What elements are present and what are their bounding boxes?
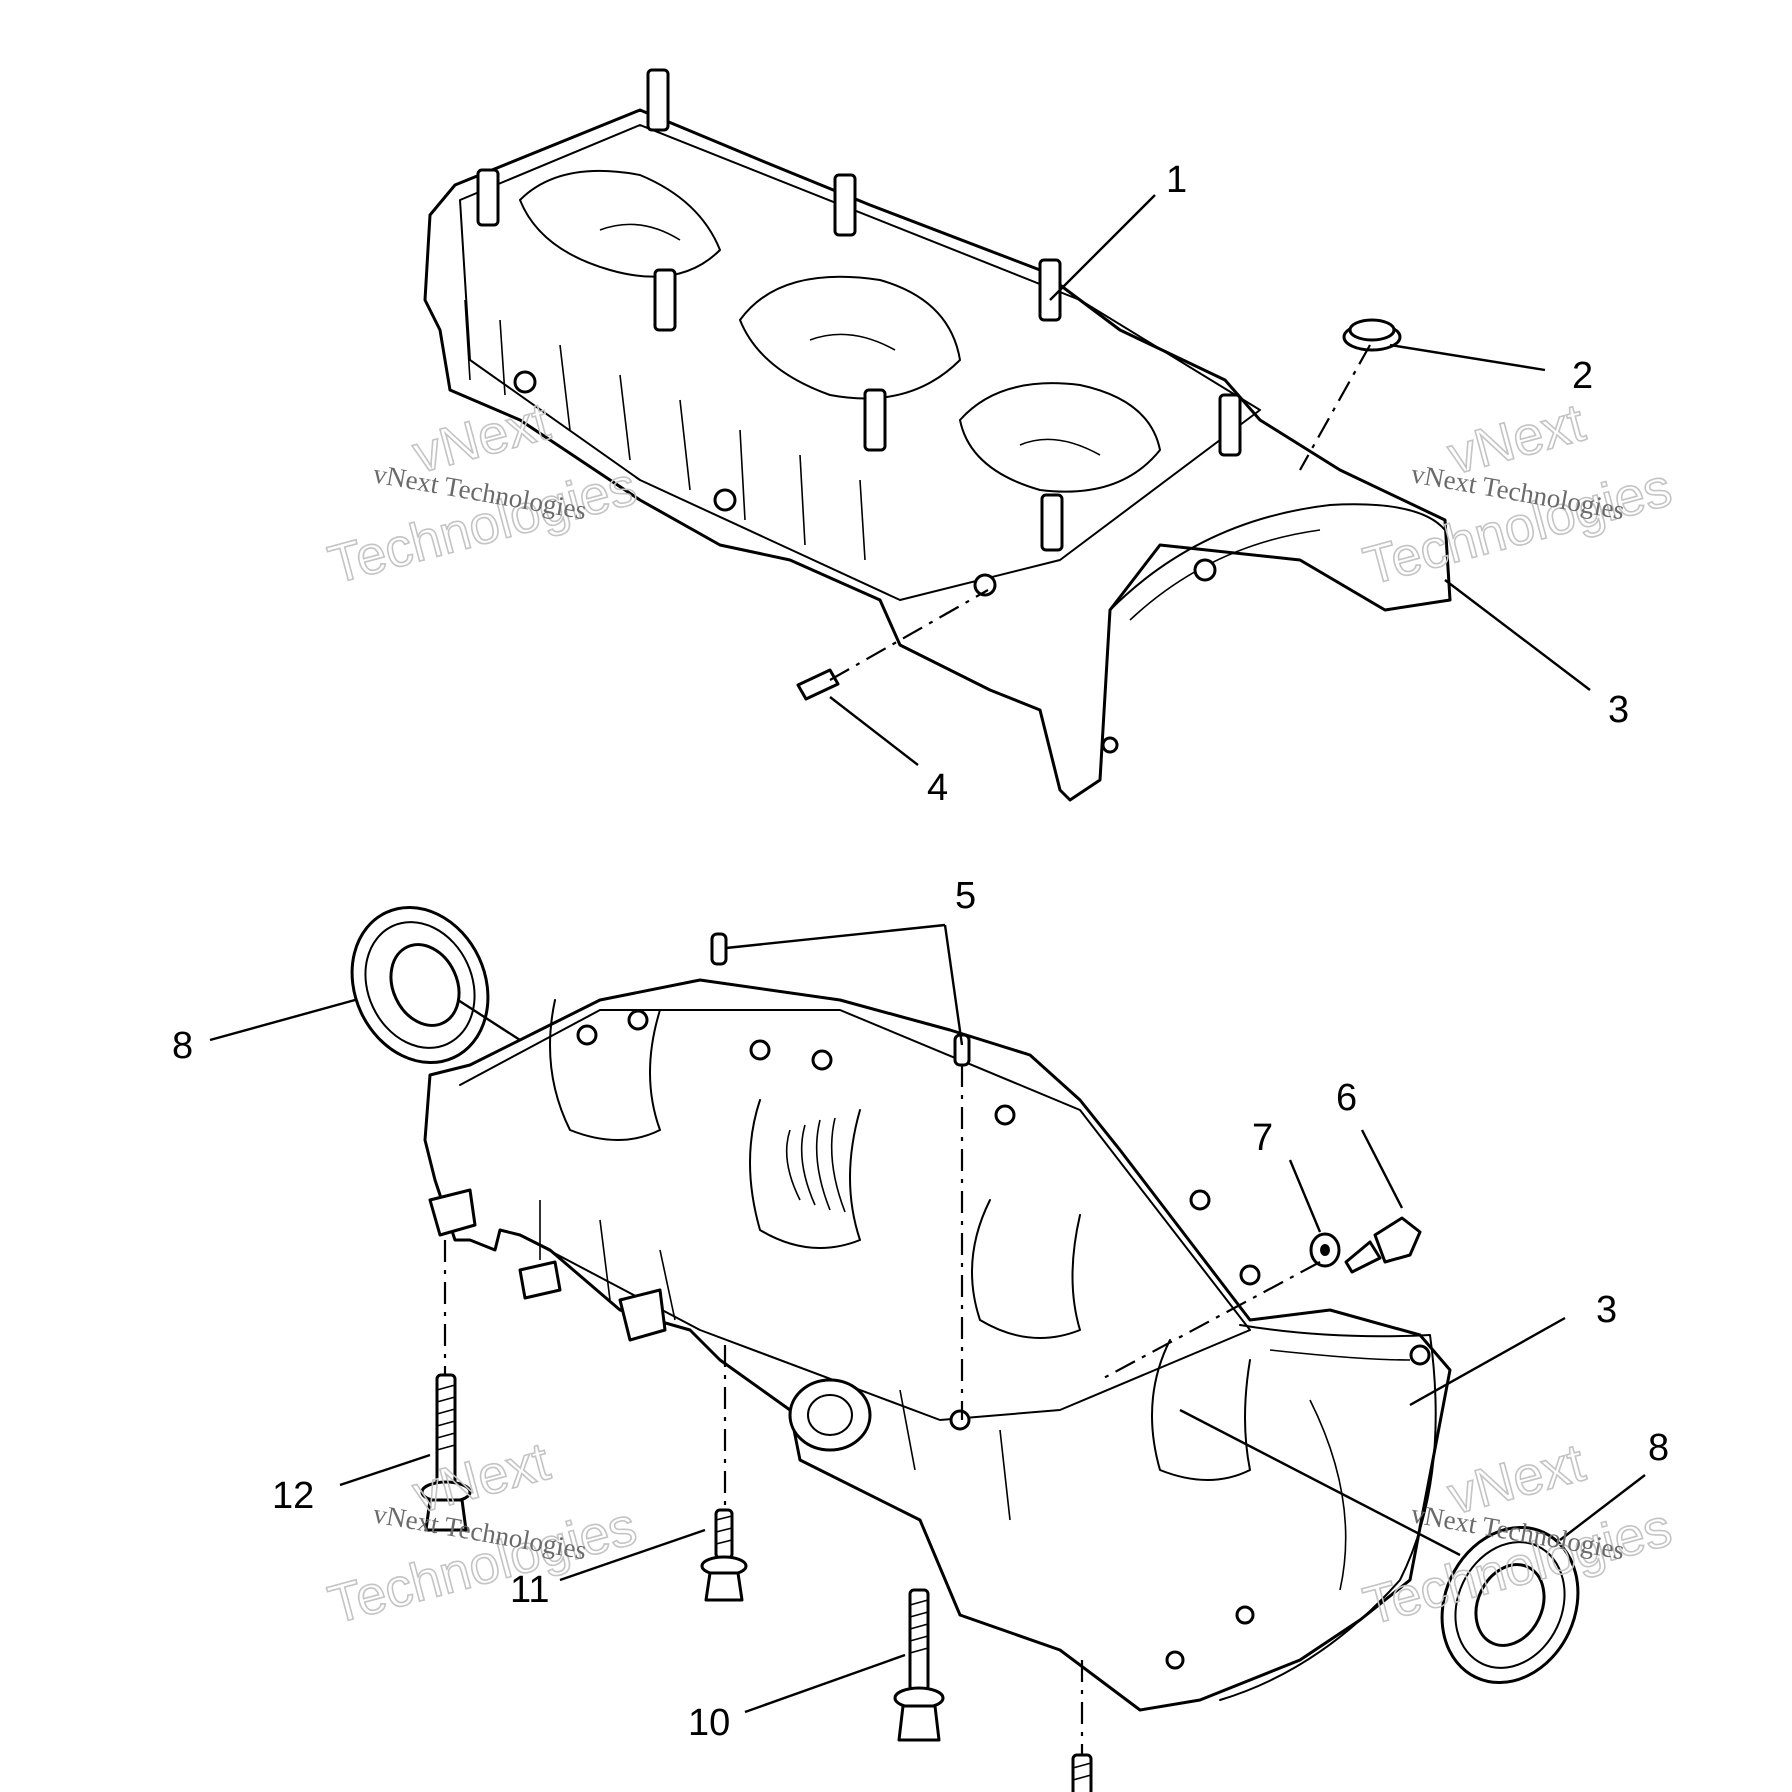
callout-7: 7 [1252, 1117, 1273, 1159]
callout-8-right: 8 [1648, 1427, 1669, 1469]
part-8-oil-seal-left [350, 905, 490, 1065]
part-6-bolt [1344, 1216, 1422, 1274]
lower-bell-housing [1219, 1324, 1437, 1701]
callout-10: 10 [688, 1702, 730, 1744]
cylinder-bore-1 [519, 169, 721, 278]
callout-11: 11 [510, 1569, 549, 1611]
callout-3-top: 3 [1608, 689, 1629, 731]
upper-crankcase-assembly [423, 68, 1452, 802]
part-11-bolt [700, 1508, 748, 1602]
upper-crankcase-body [423, 108, 1452, 802]
part-10-long-bolt [893, 1588, 945, 1742]
bearing-saddle-4 [1151, 1339, 1251, 1481]
callout-3-bottom: 3 [1596, 1289, 1617, 1331]
cylinder-head-studs [476, 68, 1242, 552]
cylinder-bore-3 [959, 382, 1161, 493]
bearing-saddle-3 [971, 1199, 1081, 1339]
lower-crankcase-body [423, 978, 1452, 1712]
callout-1: 1 [1166, 159, 1187, 201]
lower-crankcase-assembly [423, 978, 1452, 1712]
callout-6: 6 [1336, 1077, 1357, 1119]
part-2-plug [1342, 318, 1402, 352]
part-4-dowel-pin [796, 668, 840, 701]
upper-crankcase-deck [459, 124, 1261, 601]
part-7-washer [1309, 1232, 1341, 1268]
callout-4: 4 [927, 767, 948, 809]
part-5-dowel-pins [710, 932, 971, 1067]
bearing-saddle-2 [749, 1099, 861, 1249]
bearing-saddle-1 [549, 999, 661, 1141]
lower-bolt-partial [1071, 1753, 1093, 1792]
callout-8-left: 8 [172, 1025, 193, 1067]
callout-12: 12 [272, 1475, 314, 1517]
lower-crankcase-rim [459, 1009, 1251, 1421]
cylinder-bore-2 [739, 275, 961, 400]
callout-2: 2 [1572, 355, 1593, 397]
upper-bell-housing [1099, 503, 1446, 781]
part-12-long-bolt [420, 1373, 472, 1532]
callout-5: 5 [955, 875, 976, 917]
part-8-oil-seal-right [1440, 1525, 1580, 1685]
